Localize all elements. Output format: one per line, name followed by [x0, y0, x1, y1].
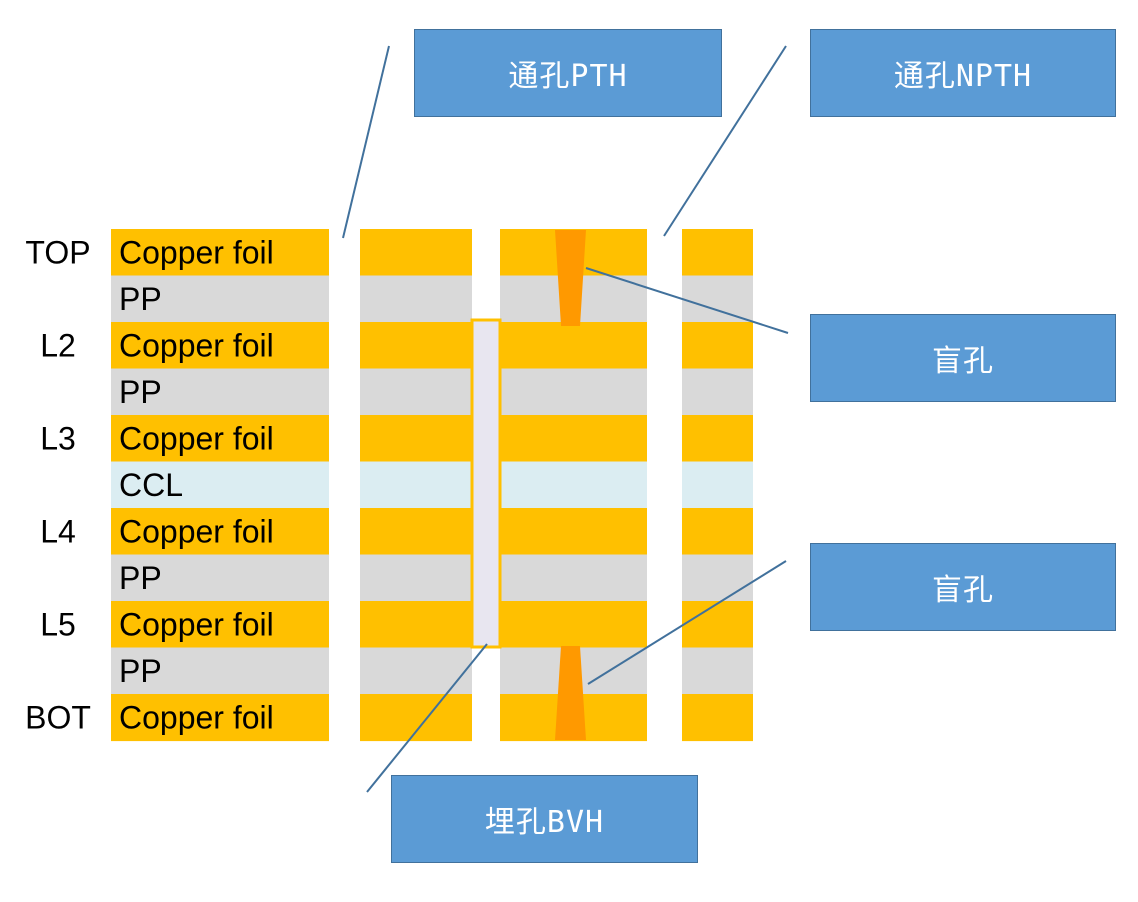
layer-name: Copper foil: [119, 420, 274, 456]
callout-blind-top: 盲孔: [810, 314, 1116, 402]
layer-band-pp: [682, 368, 753, 416]
callout-npth: 通孔NPTH: [810, 29, 1116, 117]
layer-label: L5: [40, 606, 76, 642]
layer-band-pp: [360, 368, 472, 416]
layer-band-copper: [682, 322, 753, 370]
layer-band-copper: [111, 322, 329, 370]
layer-label: TOP: [25, 234, 90, 270]
callout-blind-bottom: 盲孔: [810, 543, 1116, 631]
layer-name: Copper foil: [119, 327, 274, 363]
layer-band-pp: [111, 368, 329, 416]
layer-band-copper: [500, 601, 647, 649]
layer-label: L4: [40, 513, 76, 549]
layer-band-pp: [360, 554, 472, 602]
layer-band-copper: [360, 508, 472, 556]
layer-name: PP: [119, 374, 162, 410]
layer-band-ccl: [682, 461, 753, 509]
layer-band-copper: [360, 601, 472, 649]
layer-band-copper: [360, 415, 472, 463]
layer-band-copper: [111, 694, 329, 742]
layer-band-pp: [360, 647, 472, 695]
layer-band-copper: [682, 229, 753, 277]
layer-band-copper: [500, 508, 647, 556]
layer-name: Copper foil: [119, 699, 274, 735]
layer-band-copper: [682, 601, 753, 649]
callout-pth: 通孔PTH: [414, 29, 722, 117]
leader-buried: [366, 643, 488, 793]
layer-bands: [111, 229, 753, 742]
layer-band-pp: [111, 647, 329, 695]
layer-band-ccl: [500, 461, 647, 509]
layer-name: Copper foil: [119, 234, 274, 270]
layer-band-copper: [360, 229, 472, 277]
layer-band-pp: [111, 275, 329, 323]
layer-band-pp: [500, 554, 647, 602]
layer-band-pp: [360, 275, 472, 323]
leader-blind-top: [585, 267, 789, 334]
layer-band-copper: [111, 601, 329, 649]
blind-via-bottom: [555, 646, 586, 740]
buried-via: [470, 318, 502, 649]
layer-band-pp: [500, 368, 647, 416]
layer-band-pp: [682, 554, 753, 602]
layer-band-copper: [682, 415, 753, 463]
layer-band-ccl: [360, 461, 472, 509]
layer-band-copper: [682, 694, 753, 742]
leader-pth: [342, 45, 390, 239]
layer-band-pp: [682, 275, 753, 323]
layer-band-pp: [111, 554, 329, 602]
layer-name: Copper foil: [119, 513, 274, 549]
layer-band-copper: [111, 415, 329, 463]
layer-label: BOT: [25, 699, 91, 735]
layer-name: PP: [119, 653, 162, 689]
layer-band-copper: [500, 415, 647, 463]
layer-name: CCL: [119, 467, 183, 503]
layer-label: L3: [40, 420, 76, 456]
vias: [470, 230, 586, 740]
layer-name: PP: [119, 281, 162, 317]
layer-band-copper: [111, 508, 329, 556]
layer-band-copper: [111, 229, 329, 277]
layer-label: L2: [40, 327, 76, 363]
callout-buried: 埋孔BVH: [391, 775, 698, 863]
blind-via-top: [555, 230, 586, 326]
layer-band-copper: [360, 694, 472, 742]
leader-npth: [663, 45, 787, 237]
layer-band-copper: [360, 322, 472, 370]
leader-blind-bottom: [587, 560, 787, 685]
layer-band-ccl: [111, 461, 329, 509]
leader-lines: [342, 45, 789, 793]
layer-band-pp: [682, 647, 753, 695]
layer-name: Copper foil: [119, 606, 274, 642]
layer-band-copper: [500, 322, 647, 370]
layer-name: PP: [119, 560, 162, 596]
layer-band-copper: [682, 508, 753, 556]
